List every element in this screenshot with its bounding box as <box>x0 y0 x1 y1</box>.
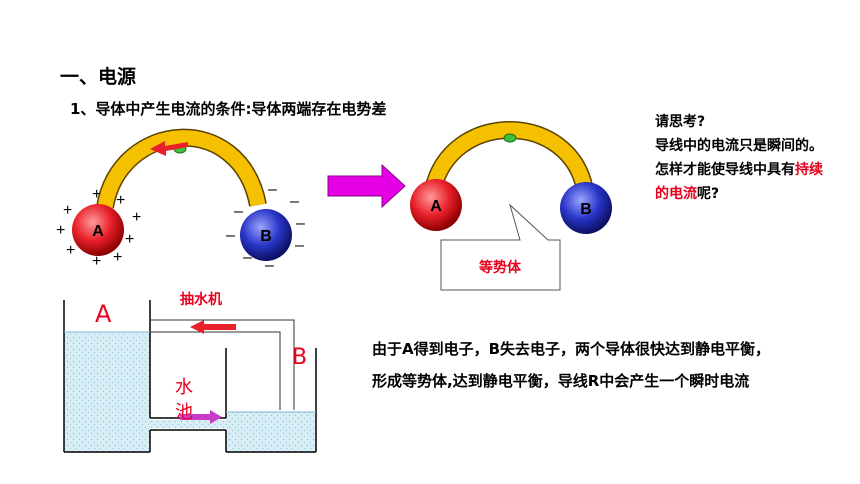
svg-text:–: – <box>295 237 304 254</box>
svg-text:–: – <box>268 181 277 198</box>
pool-label-line1: 水 <box>175 377 193 398</box>
tank-b-label: B <box>292 345 307 370</box>
think-line2: 导线中的电流只是瞬间的。怎样才能使导线中具有 <box>655 138 823 178</box>
svg-text:–: – <box>290 193 299 210</box>
pump-label: 抽水机 <box>180 291 222 308</box>
ball-b-label: B <box>260 228 272 245</box>
think-question: 请思考? 导线中的电流只是瞬间的。怎样才能使导线中具有持续的电流呢? <box>655 110 835 206</box>
svg-text:–: – <box>234 203 243 220</box>
transition-arrow-icon <box>327 163 406 209</box>
ball-a-charged <box>72 204 124 256</box>
svg-text:–: – <box>296 215 305 232</box>
svg-text:+: + <box>113 249 122 266</box>
svg-text:+: + <box>56 222 65 239</box>
explanation-text: 由于A得到电子，B失去电子，两个导体很快达到静电平衡，形成等势体,达到静电平衡，… <box>372 340 771 390</box>
think-highlight: 持续的电流 <box>655 162 823 202</box>
equipotential-callout <box>440 203 561 291</box>
ball-a-label: A <box>92 223 104 240</box>
minus-charges: – – – – – – – – <box>226 181 305 274</box>
subheading: 1、导体中产生电流的条件:导体两端存在电势差 <box>70 100 387 118</box>
tank-a-label: A <box>95 300 112 328</box>
svg-text:+: + <box>92 253 101 270</box>
pool-label-line2: 池 <box>175 402 193 423</box>
svg-text:+: + <box>63 202 72 219</box>
svg-text:–: – <box>243 249 252 266</box>
right-wire-arc <box>424 121 594 193</box>
svg-text:–: – <box>226 227 235 244</box>
callout-text: 等势体 <box>479 259 522 276</box>
red-left-arrow-icon <box>150 141 188 156</box>
svg-text:+: + <box>132 209 141 226</box>
electron-icon <box>503 133 517 143</box>
svg-text:+: + <box>66 242 75 259</box>
svg-text:+: + <box>116 192 125 209</box>
svg-text:–: – <box>265 257 274 274</box>
pool-flow-arrow-icon <box>180 410 222 424</box>
ball-b-equipotential <box>560 182 612 234</box>
think-line3: 呢? <box>697 186 720 202</box>
ball-b-charged <box>240 209 292 261</box>
ball-a-equipotential <box>410 179 462 231</box>
ball-a-label: A <box>430 198 442 215</box>
ball-b-label: B <box>580 201 592 218</box>
svg-text:+: + <box>125 231 134 248</box>
section-heading: 一、电源 <box>60 66 137 88</box>
think-line1: 请思考? <box>655 114 706 130</box>
pump-arrow-icon <box>190 320 236 334</box>
svg-text:+: + <box>92 186 101 203</box>
water-tank-diagram <box>63 300 317 453</box>
plus-charges: + + + + + + + + + <box>56 186 141 270</box>
